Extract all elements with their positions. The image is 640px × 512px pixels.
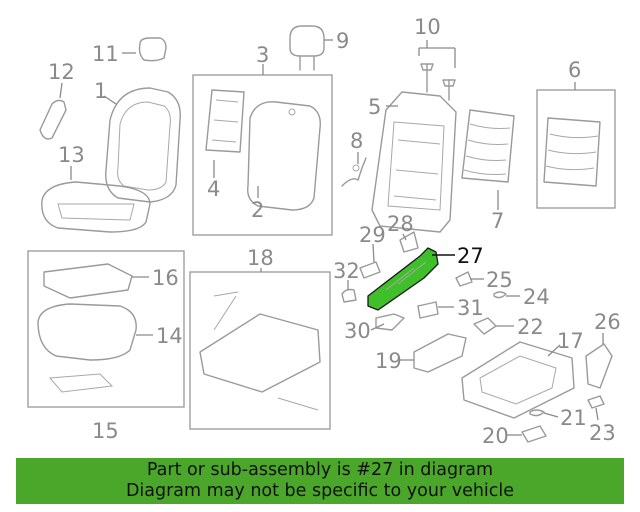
callout-2: 2 (251, 198, 264, 222)
spring-mat-part (543, 117, 601, 187)
bracket-part (341, 231, 613, 443)
lumbar-part (461, 109, 515, 183)
seat-back-part (105, 87, 181, 203)
parts-diagram: 11 9 3 10 12 1 6 5 8 13 4 2 7 28 29 27 1… (27, 15, 621, 448)
callout-9: 9 (336, 29, 349, 53)
callout-16: 16 (152, 266, 179, 290)
cushion-panel-part (37, 263, 137, 393)
callout-1: 1 (94, 79, 107, 103)
callout-31: 31 (457, 296, 484, 320)
callout-17: 17 (557, 329, 584, 353)
callout-8: 8 (350, 129, 363, 153)
callout-29: 29 (359, 223, 386, 247)
group-box-18 (189, 271, 331, 430)
callout-30: 30 (344, 319, 371, 343)
callout-4: 4 (207, 177, 220, 201)
callout-27[interactable]: 27 (457, 244, 484, 268)
banner-line-1: Part or sub-assembly is #27 in diagram (146, 460, 494, 480)
wire-part (341, 157, 367, 187)
group-box-15 (27, 250, 185, 408)
seat-cushion-part (41, 181, 151, 233)
callout-5: 5 (368, 95, 381, 119)
callout-10: 10 (414, 15, 441, 39)
callout-24: 24 (523, 285, 550, 309)
cushion-frame-part (461, 341, 575, 419)
side-cover-part (39, 99, 67, 140)
callout-32: 32 (333, 259, 360, 283)
callout-20: 20 (482, 424, 509, 448)
callout-13: 13 (58, 143, 85, 167)
callout-15: 15 (92, 419, 119, 443)
back-pad-part (205, 89, 245, 153)
callout-21: 21 (560, 406, 587, 430)
seat-back-frame-part (371, 91, 457, 233)
guide-part (138, 37, 167, 62)
callout-19: 19 (375, 349, 402, 373)
headrest-part (289, 25, 325, 71)
banner-line-2: Diagram may not be specific to your vehi… (125, 481, 515, 501)
callout-7: 7 (491, 209, 504, 233)
callout-11: 11 (92, 42, 119, 66)
callout-3: 3 (256, 43, 269, 67)
track-assembly-part (199, 291, 321, 411)
highlighted-part-27[interactable] (367, 247, 439, 311)
info-banner: Part or sub-assembly is #27 in diagram D… (16, 458, 624, 504)
callout-25: 25 (486, 268, 513, 292)
callout-18: 18 (247, 246, 274, 270)
callout-23: 23 (589, 421, 616, 445)
bolt-part (420, 63, 456, 101)
back-trim-part (247, 101, 321, 211)
callout-22: 22 (517, 315, 544, 339)
callout-28: 28 (387, 212, 414, 236)
callout-12: 12 (48, 60, 75, 84)
callout-6: 6 (568, 58, 581, 82)
group-box-6 (536, 89, 616, 209)
callout-26: 26 (594, 310, 621, 334)
callout-14: 14 (156, 324, 183, 348)
